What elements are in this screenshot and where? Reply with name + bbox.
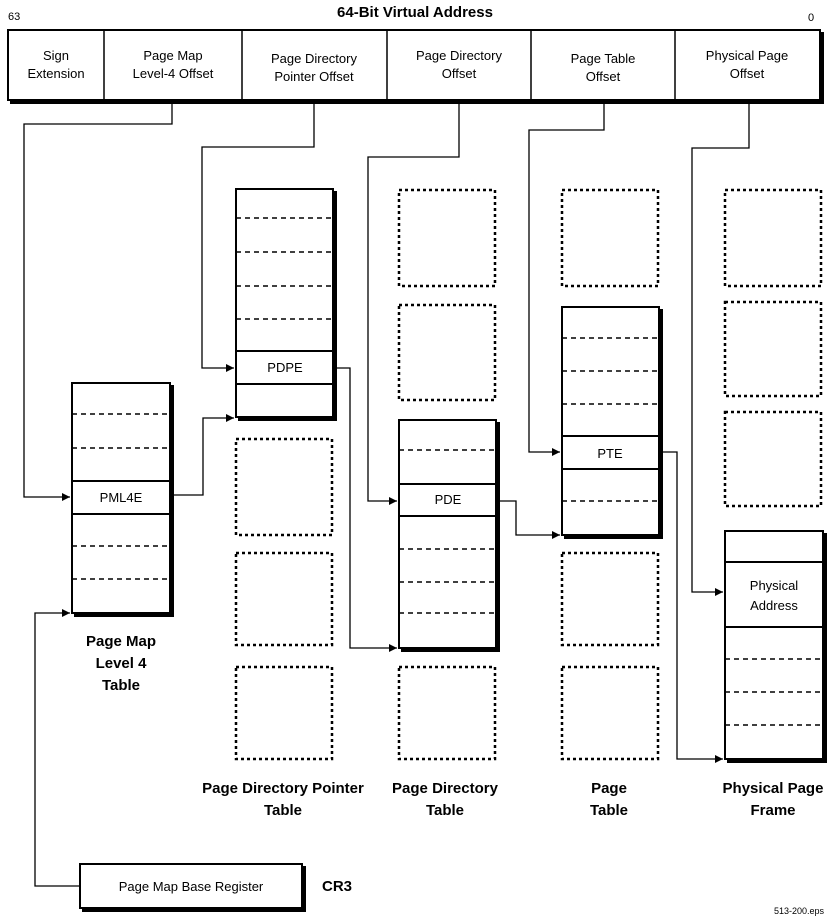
field-pt-offset-line2: Offset bbox=[586, 69, 621, 84]
pd-placeholder-frame bbox=[397, 303, 497, 402]
register-label: Page Map Base Register bbox=[119, 879, 264, 894]
pt-offset-arrow bbox=[528, 100, 605, 456]
cr3-to-pml4-arrow bbox=[34, 609, 80, 887]
pt-placeholder-frame bbox=[560, 188, 660, 288]
pde-entry-label: PDE bbox=[435, 492, 462, 507]
field-page-offset-line1: Physical Page bbox=[706, 48, 788, 63]
pdp-caption-line2: Table bbox=[264, 802, 302, 819]
field-sign-extension-line2: Extension bbox=[27, 66, 84, 81]
pt-placeholder-frame bbox=[560, 551, 660, 647]
placeholder-frames bbox=[234, 188, 823, 761]
physical-address-line2: Address bbox=[750, 598, 798, 613]
pml4e-to-pdp-arrow bbox=[172, 414, 234, 496]
pde-to-pt-arrow bbox=[498, 500, 560, 539]
page-table: PTE bbox=[561, 306, 660, 536]
pml4-caption-line2: Level 4 bbox=[96, 655, 148, 672]
pml4-caption-line3: Table bbox=[102, 677, 140, 694]
cr3-label: CR3 bbox=[322, 878, 352, 895]
pd-placeholder-frame bbox=[397, 665, 497, 761]
page-caption-line2: Frame bbox=[750, 802, 795, 819]
pdp-placeholder-frame bbox=[234, 665, 334, 761]
page-map-base-register: Page Map Base Register bbox=[79, 863, 303, 909]
field-pml4-offset-line2: Level-4 Offset bbox=[133, 66, 214, 81]
pte-to-page-arrow bbox=[661, 451, 723, 763]
pd-caption-line2: Table bbox=[426, 802, 464, 819]
page-offset-arrow bbox=[691, 100, 750, 596]
page-caption-line1: Physical Page bbox=[723, 780, 824, 797]
translation-arrows bbox=[23, 100, 750, 887]
bit-0-label: 0 bbox=[808, 12, 814, 24]
field-pd-offset-line2: Offset bbox=[442, 66, 477, 81]
field-sign-extension-line1: Sign bbox=[43, 48, 69, 63]
pd-offset-arrow bbox=[367, 100, 460, 505]
pml4e-entry-label: PML4E bbox=[100, 490, 143, 505]
file-tag: 513-200.eps bbox=[774, 906, 825, 916]
page-placeholder-frame bbox=[723, 188, 823, 288]
field-pml4-offset-line1: Page Map bbox=[143, 48, 202, 63]
field-pd-offset-line1: Page Directory bbox=[416, 48, 502, 63]
pdp-offset-arrow bbox=[201, 100, 315, 372]
bit-63-label: 63 bbox=[8, 11, 20, 23]
pml4-offset-arrow bbox=[23, 100, 173, 501]
physical-page-frame: Physical Address bbox=[724, 530, 824, 760]
pt-caption-line2: Table bbox=[590, 802, 628, 819]
pdp-placeholder-frame bbox=[234, 437, 334, 537]
pt-caption-line1: Page bbox=[591, 780, 627, 797]
virtual-address-title: 64-Bit Virtual Address bbox=[337, 4, 493, 21]
pd-table: PDE bbox=[398, 419, 497, 649]
pte-entry-label: PTE bbox=[597, 446, 623, 461]
pd-caption-line1: Page Directory bbox=[392, 780, 499, 797]
address-field-dividers bbox=[103, 30, 676, 100]
page-placeholder-frame bbox=[723, 410, 823, 508]
pd-placeholder-frame bbox=[397, 188, 497, 288]
virtual-address-bar bbox=[7, 29, 821, 101]
field-pt-offset-line1: Page Table bbox=[571, 51, 636, 66]
pml4-caption-line1: Page Map bbox=[86, 633, 156, 650]
field-pdp-offset-line2: Pointer Offset bbox=[274, 69, 354, 84]
physical-address-line1: Physical bbox=[750, 578, 799, 593]
field-pdp-offset-line1: Page Directory bbox=[271, 51, 357, 66]
pdpe-entry-label: PDPE bbox=[267, 360, 303, 375]
pdp-table: PDPE bbox=[235, 188, 334, 418]
pt-placeholder-frame bbox=[560, 665, 660, 761]
pdp-placeholder-frame bbox=[234, 551, 334, 647]
page-placeholder-frame bbox=[723, 300, 823, 398]
pdpe-to-pd-arrow bbox=[335, 367, 397, 652]
field-page-offset-line2: Offset bbox=[730, 66, 765, 81]
pdp-caption-line1: Page Directory Pointer bbox=[202, 780, 364, 797]
pml4-table: PML4E bbox=[71, 382, 171, 614]
